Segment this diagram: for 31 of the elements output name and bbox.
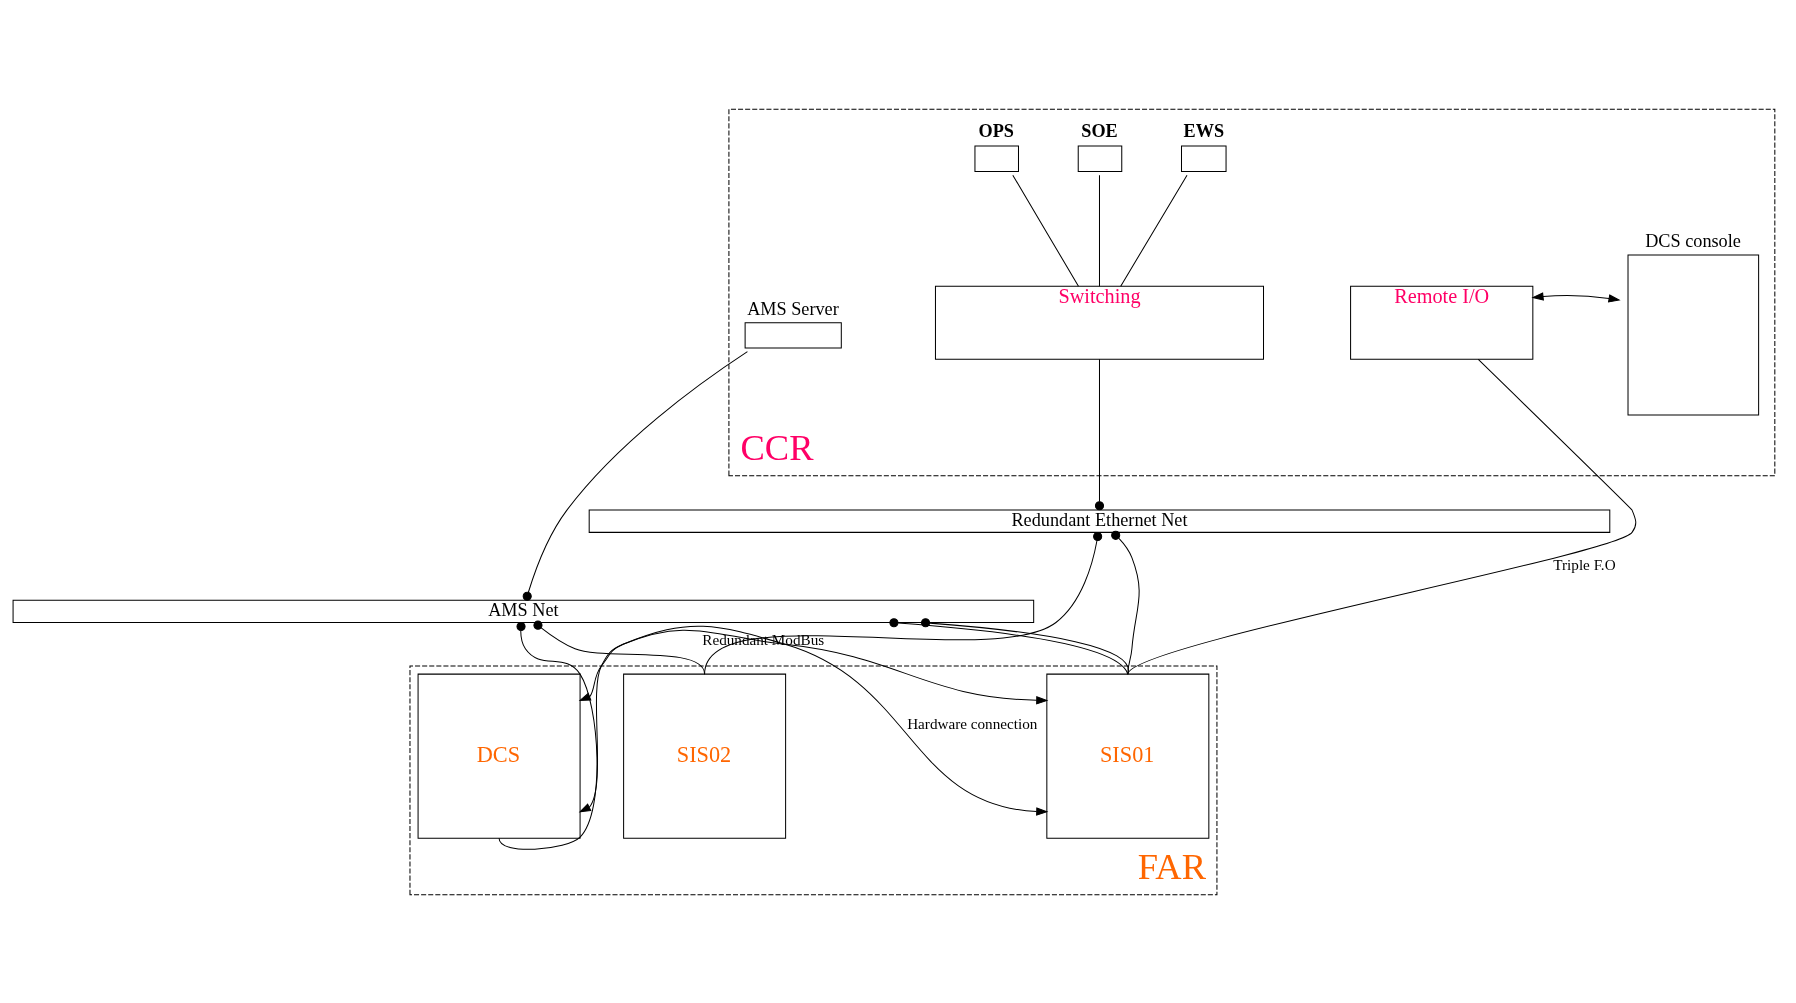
arrow xyxy=(1531,291,1621,303)
node-label: OPS xyxy=(978,120,1014,141)
connector xyxy=(1120,174,1188,287)
node-box xyxy=(744,321,842,349)
connector xyxy=(1099,174,1100,287)
edge-label: Triple F.O xyxy=(1553,555,1616,573)
node-box xyxy=(1077,145,1123,172)
connector xyxy=(1094,358,1105,510)
connector xyxy=(533,620,706,675)
connector xyxy=(498,621,598,850)
node-box: Switching xyxy=(934,285,1264,360)
arrow xyxy=(578,625,1049,816)
connector xyxy=(1012,174,1079,287)
node-box: DCS xyxy=(417,673,581,839)
node-box: SIS02 xyxy=(623,673,787,839)
node-box: Redundant Ethernet Net xyxy=(588,509,1611,533)
node-box xyxy=(1627,253,1760,415)
node-box xyxy=(974,145,1019,172)
arrow xyxy=(578,629,1049,705)
node-label: EWS xyxy=(1183,120,1225,141)
node-label: SOE xyxy=(1081,120,1118,141)
node-box: SIS01 xyxy=(1046,673,1210,839)
edge-label: Hardware connection xyxy=(907,714,1038,732)
node-label: DCS console xyxy=(1645,230,1741,251)
connector xyxy=(522,350,748,601)
connector xyxy=(1127,358,1637,675)
node-box: Remote I/O xyxy=(1350,285,1534,360)
connector xyxy=(1111,530,1140,675)
node-box: AMS Net xyxy=(12,599,1035,623)
node-label: AMS Server xyxy=(747,298,839,319)
node-box xyxy=(1181,145,1227,172)
